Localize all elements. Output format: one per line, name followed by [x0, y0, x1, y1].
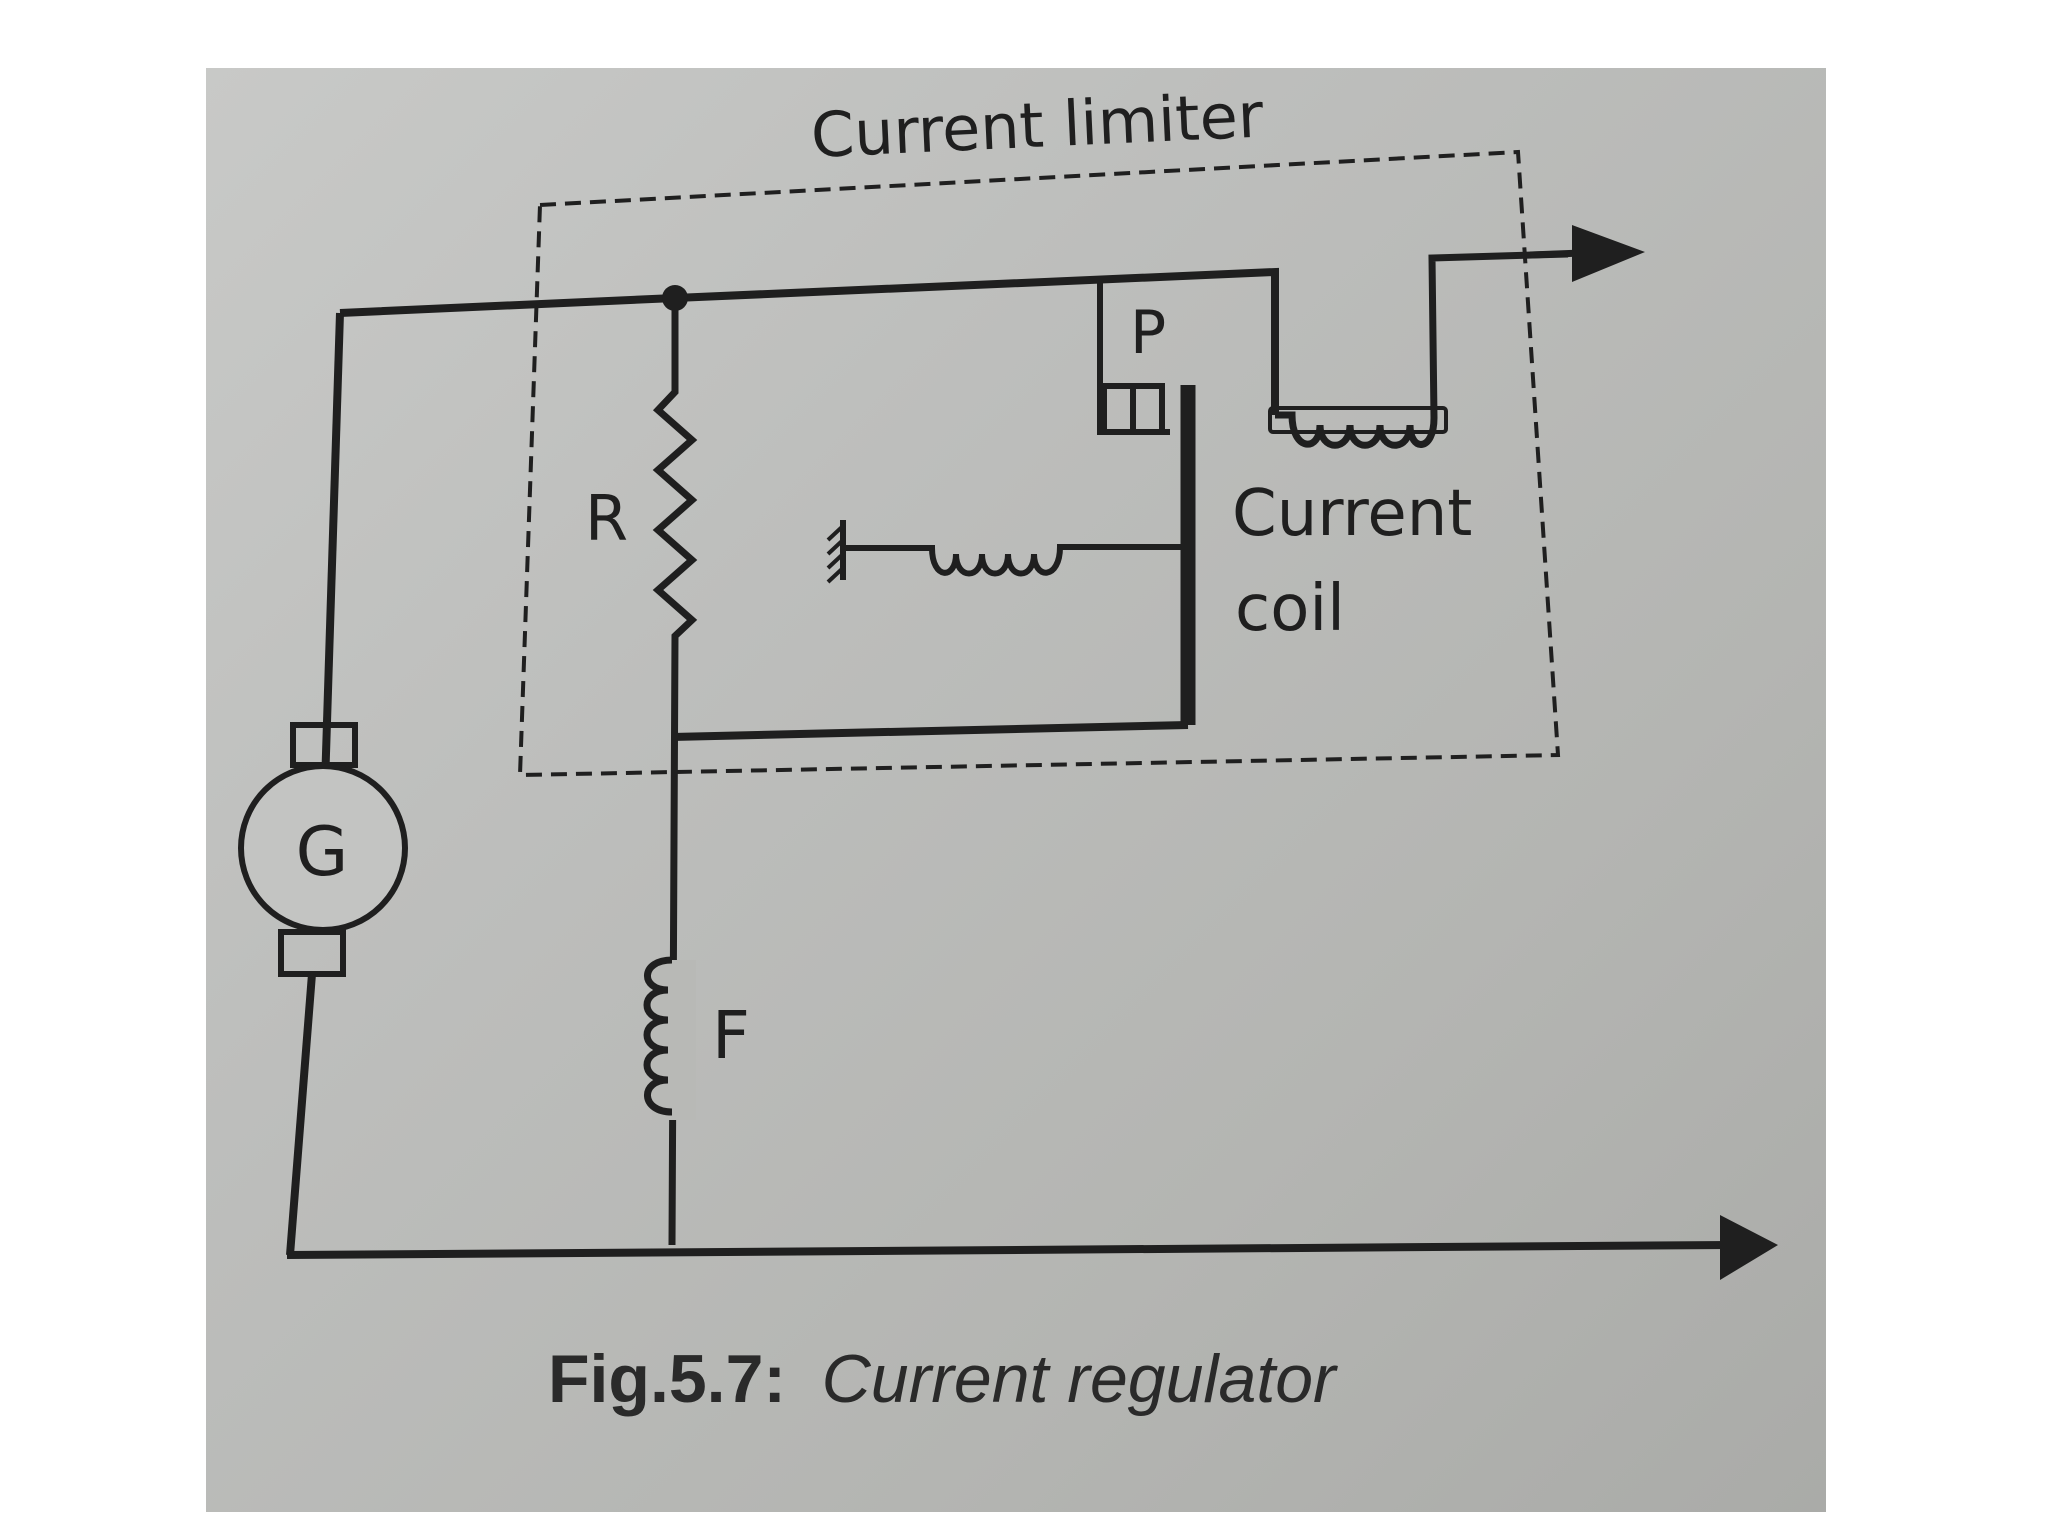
- output-arrowhead-top: [1572, 225, 1645, 282]
- current-coil-core: [1268, 406, 1448, 434]
- resistor-r: [652, 298, 698, 1246]
- contact-p-label: P: [1130, 298, 1166, 368]
- caption-title: Current regulator: [822, 1341, 1338, 1417]
- field-coil-mask: [652, 960, 696, 1120]
- ground-hatch: [826, 524, 845, 584]
- output-arrowhead-bottom: [1720, 1215, 1778, 1280]
- top-main-wire: [339, 267, 1279, 415]
- caption-number: Fig.5.7:: [548, 1341, 786, 1417]
- armature-return-wire: [671, 721, 1189, 741]
- left-wire-upper: [321, 312, 344, 786]
- left-wire-lower: [286, 973, 316, 1256]
- generator-label: G: [296, 813, 349, 892]
- current-coil-label-line1: Current: [1232, 477, 1472, 551]
- resistor-label: R: [585, 482, 628, 555]
- field-coil-label: F: [712, 997, 750, 1074]
- current-coil-wire: [1275, 250, 1569, 449]
- current-limiter-label: Current limiter: [809, 79, 1265, 172]
- current-coil-label-line2: coil: [1235, 572, 1345, 646]
- figure-caption: Fig.5.7: Current regulator: [548, 1340, 1338, 1419]
- field-coil: [643, 956, 673, 1116]
- bottom-main-wire: [286, 1241, 1731, 1259]
- spring: [843, 544, 1188, 577]
- generator-brush-bottom: [278, 929, 346, 977]
- current-limiter-boundary: [517, 149, 1561, 778]
